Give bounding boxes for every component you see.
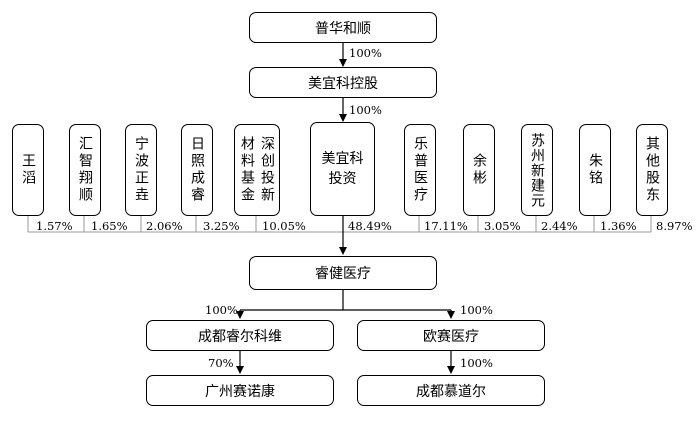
chengdu-mudaoer-box: 成都慕道尔 [357,375,545,406]
ruijian-medical-label: 睿健医疗 [315,266,371,282]
pct-right-child: 100% [460,356,493,370]
pct-left-child: 70% [208,356,234,370]
meiyike-holding-label: 美宜科控股 [308,75,378,92]
shareholder-label-line2: 投资 [328,171,357,187]
guangzhou-sainuokang-box: 广州赛诺康 [146,375,334,406]
shareholder-label: 王滔 [20,153,36,187]
pct-rizhao: 3.25% [203,219,240,233]
pct-huizhi: 1.65% [91,219,128,233]
shareholder-rizhao: 日照成睿 [181,124,213,216]
shareholder-wangtao: 王滔 [12,124,44,216]
shareholder-label: 日照成睿 [189,136,205,204]
shareholder-label: 汇智翔顺 [77,136,93,204]
ousai-medical-label: 欧赛医疗 [423,328,479,345]
shareholder-label-line2: 材料基金 [239,136,255,204]
shareholder-label-line1: 深创投新 [259,136,275,204]
shareholder-label: 朱铭 [587,153,603,187]
shareholder-suzhou: 苏州新建元 [521,124,553,216]
shareholder-ningbo: 宁波正垚 [125,124,157,216]
pct-suzhou: 2.44% [541,219,578,233]
shareholder-label-line1: 美宜科 [321,151,364,167]
puhua-heshun-box: 普华和顺 [249,12,437,43]
shareholder-lepu: 乐普医疗 [404,124,436,216]
chengdu-mudaoer-label: 成都慕道尔 [416,383,486,400]
shareholder-zhuming: 朱铭 [579,124,611,216]
ruijian-medical-box: 睿健医疗 [249,256,437,290]
shareholder-yubin: 余彬 [463,124,495,216]
chengdu-ruierkewei-box: 成都睿尔科维 [146,320,334,351]
pct-yubin: 3.05% [484,219,521,233]
pct-puhua-to-holding: 100% [349,46,382,60]
pct-shenchuang: 10.05% [262,219,306,233]
shareholder-others: 其他股东 [636,124,668,216]
shareholder-label: 余彬 [471,153,487,187]
pct-wangtao: 1.57% [36,219,73,233]
pct-zhuming: 1.36% [600,219,637,233]
guangzhou-sainuokang-label: 广州赛诺康 [205,383,275,400]
shareholder-label: 乐普医疗 [412,136,428,204]
pct-left-subsidiary: 100% [205,303,238,317]
pct-ningbo: 2.06% [146,219,183,233]
ousai-medical-box: 欧赛医疗 [357,320,545,351]
pct-holding-to-investment: 100% [349,103,382,117]
pct-right-subsidiary: 100% [460,303,493,317]
shareholder-huizhi: 汇智翔顺 [69,124,101,216]
meiyike-holding-box: 美宜科控股 [249,67,437,98]
chengdu-ruierkewei-label: 成都睿尔科维 [198,328,282,345]
shareholder-meiyike-investment: 美宜科 投资 [310,122,375,216]
shareholder-label: 苏州新建元 [529,132,545,208]
pct-lepu: 17.11% [424,219,468,233]
shareholder-shenchuang: 深创投新 材料基金 [234,124,280,216]
shareholder-label: 宁波正垚 [133,136,149,204]
shareholder-label: 其他股东 [644,136,660,204]
puhua-heshun-label: 普华和顺 [315,20,371,37]
pct-meiyike-investment: 48.49% [348,219,392,233]
pct-others: 8.97% [656,219,693,233]
